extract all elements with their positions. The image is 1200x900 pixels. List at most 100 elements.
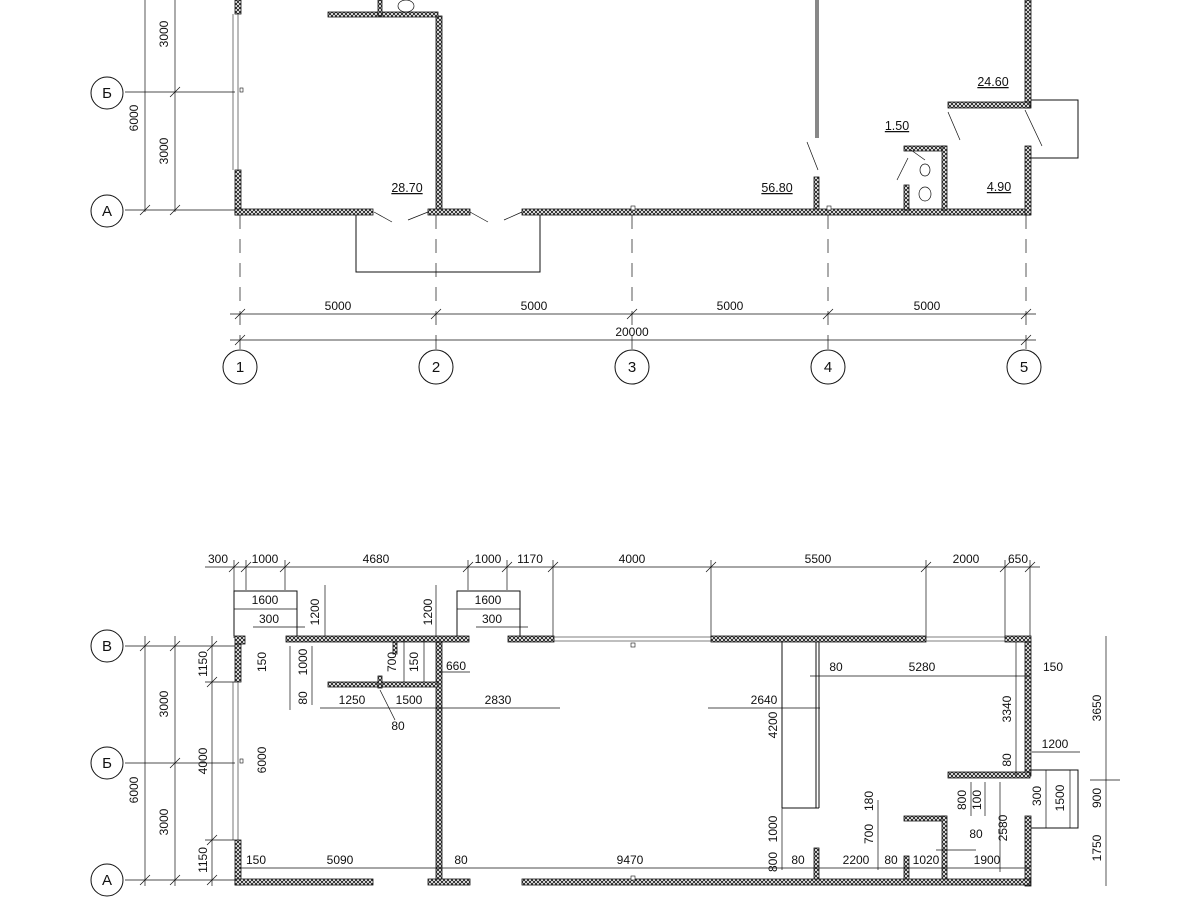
dimension-label: 150 bbox=[255, 652, 269, 672]
wall bbox=[377, 675, 383, 689]
dimension-label: 1250 bbox=[339, 693, 366, 707]
wall bbox=[813, 847, 820, 880]
dimension-label: 1000 bbox=[296, 648, 310, 675]
dimension-label: 700 bbox=[862, 824, 876, 844]
axis-label: Б bbox=[102, 85, 112, 102]
wall bbox=[234, 643, 242, 683]
toilet-icon bbox=[918, 186, 932, 202]
dimension-label: 80 bbox=[884, 853, 898, 867]
dimension-label: 5000 bbox=[914, 299, 941, 313]
dimension-label: 80 bbox=[791, 853, 805, 867]
axis-label: 2 bbox=[432, 359, 440, 376]
wall bbox=[1024, 815, 1032, 887]
axis-bubble bbox=[810, 349, 846, 385]
wall bbox=[327, 681, 439, 688]
wall bbox=[947, 101, 1031, 109]
axis-bubble bbox=[90, 863, 124, 897]
dimension-label: 1600 bbox=[252, 593, 279, 607]
axis-label: 1 bbox=[236, 359, 244, 376]
dimension-label: 4000 bbox=[196, 747, 210, 774]
dimension-label: 650 bbox=[1008, 552, 1028, 566]
axis-bubble bbox=[90, 629, 124, 663]
wall bbox=[435, 15, 443, 210]
dimension-label: 300 bbox=[1030, 786, 1044, 806]
dimension-label: 6000 bbox=[255, 746, 269, 773]
axis-bubble bbox=[1006, 349, 1042, 385]
dimension-label: 900 bbox=[1090, 788, 1104, 808]
dimension-label: 9470 bbox=[617, 853, 644, 867]
dimension-label: 300 bbox=[259, 612, 279, 626]
dimension-label: 5000 bbox=[717, 299, 744, 313]
dimension-label: 2000 bbox=[953, 552, 980, 566]
wall bbox=[947, 771, 1031, 779]
wall bbox=[903, 855, 910, 880]
axis-label: А bbox=[102, 203, 112, 220]
dimension-label: 3000 bbox=[157, 137, 171, 164]
dimension-label: 1200 bbox=[1042, 737, 1069, 751]
dimension-label: 80 bbox=[969, 827, 983, 841]
wall bbox=[234, 878, 374, 886]
dimension-label: 3000 bbox=[157, 690, 171, 717]
wall bbox=[521, 878, 1031, 886]
wall bbox=[903, 184, 910, 211]
dimension-label: 80 bbox=[454, 853, 468, 867]
axis-label: Б bbox=[102, 755, 112, 772]
wall bbox=[941, 145, 948, 211]
wall bbox=[1024, 641, 1032, 777]
dimension-label: 6000 bbox=[127, 776, 141, 803]
dimension-label: 80 bbox=[1000, 753, 1014, 767]
dimension-label: 150 bbox=[246, 853, 266, 867]
dimension-label: 80 bbox=[829, 660, 843, 674]
wall bbox=[1024, 0, 1032, 109]
wall bbox=[941, 815, 948, 880]
dimension-label: 800 bbox=[766, 852, 780, 872]
axis-label: 3 bbox=[628, 359, 636, 376]
dimension-label: 700 bbox=[385, 652, 399, 672]
dimension-label: 150 bbox=[1043, 660, 1063, 674]
dimension-label: 1000 bbox=[475, 552, 502, 566]
dimension-label: 800 bbox=[955, 790, 969, 810]
axis-label: А bbox=[102, 872, 112, 889]
axis-bubble bbox=[614, 349, 650, 385]
dimension-label: 3340 bbox=[1000, 695, 1014, 722]
room-area-label: 56.80 bbox=[761, 181, 792, 195]
dimension-label: 660 bbox=[446, 659, 466, 673]
dimension-label: 6000 bbox=[127, 104, 141, 131]
room-area-label: 28.70 bbox=[391, 181, 422, 195]
room-area-label: 1.50 bbox=[885, 119, 909, 133]
dimension-label: 100 bbox=[970, 790, 984, 810]
dimension-label: 300 bbox=[482, 612, 502, 626]
dimension-label: 5280 bbox=[909, 660, 936, 674]
dimension-label: 1750 bbox=[1090, 834, 1104, 861]
wall bbox=[435, 641, 443, 880]
dimension-label: 2830 bbox=[485, 693, 512, 707]
axis-bubble bbox=[90, 194, 124, 228]
wall bbox=[507, 635, 555, 643]
room-area-label: 24.60 bbox=[977, 75, 1008, 89]
axis-label: 5 bbox=[1020, 359, 1028, 376]
wall bbox=[427, 878, 471, 886]
top-plan: 28.70 56.80 24.60 1.50 4.90 3000 3000 60… bbox=[90, 0, 1079, 385]
dimension-label: 1000 bbox=[766, 815, 780, 842]
axis-bubble bbox=[222, 349, 258, 385]
dimension-label: 1600 bbox=[475, 593, 502, 607]
dimension-label: 300 bbox=[208, 552, 228, 566]
dimension-label: 1150 bbox=[196, 847, 210, 873]
dimension-label: 1020 bbox=[913, 853, 940, 867]
dimension-label: 2200 bbox=[843, 853, 870, 867]
dimension-label: 1900 bbox=[974, 853, 1001, 867]
dimension-label: 1200 bbox=[308, 598, 322, 625]
axis-bubble bbox=[418, 349, 454, 385]
wall bbox=[903, 815, 947, 822]
dimension-label: 1150 bbox=[196, 651, 210, 677]
bottom-plan: 300 1000 4680 1000 1170 4000 5500 2000 6… bbox=[90, 552, 1120, 897]
dimension-label: 80 bbox=[296, 691, 310, 705]
dimension-label: 4000 bbox=[619, 552, 646, 566]
wall bbox=[234, 169, 242, 216]
toilet-icon bbox=[919, 163, 931, 177]
axis-bubble bbox=[90, 746, 124, 780]
dimension-label: 4200 bbox=[766, 711, 780, 738]
wall bbox=[521, 208, 1031, 216]
axis-label: 4 bbox=[824, 359, 832, 376]
wall bbox=[1004, 635, 1032, 643]
